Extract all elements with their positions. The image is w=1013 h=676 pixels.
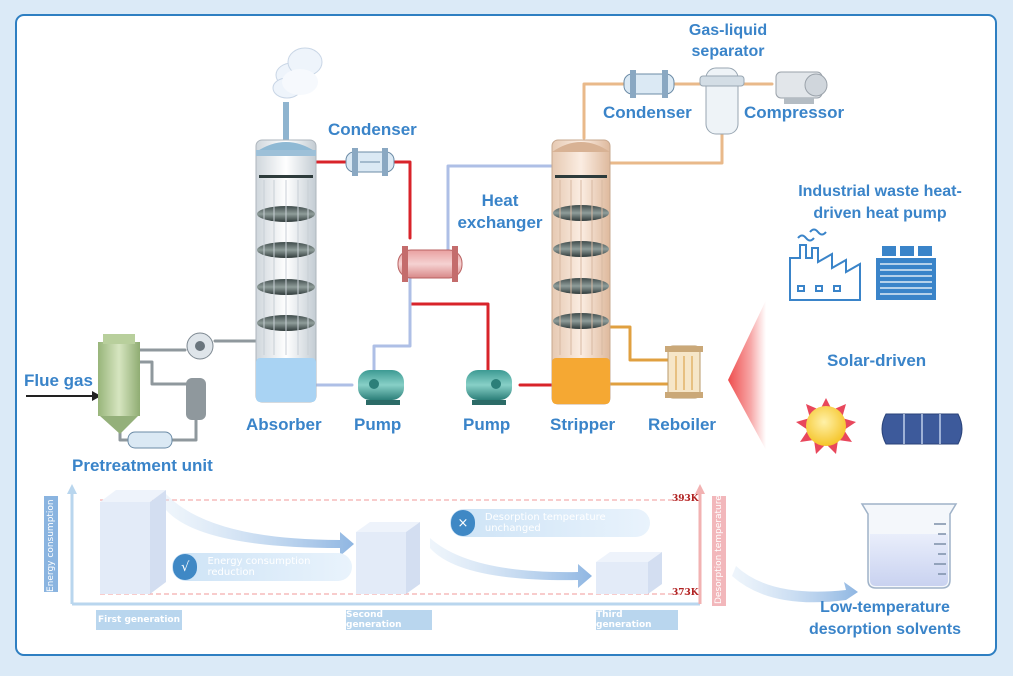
absorber-column	[255, 139, 317, 403]
condenser-left-unit	[345, 148, 395, 176]
fan-icon	[186, 332, 214, 360]
pretreatment-unit-tower	[98, 334, 140, 434]
pump-right-label: Pump	[463, 415, 511, 434]
energy-input-arrow	[728, 300, 766, 450]
beaker-icon	[860, 503, 958, 589]
gas-liquid-separator-unit	[699, 67, 745, 135]
generation-label-first: First generation	[96, 610, 182, 630]
desorption-temperature-axis-label: Desorption temperature	[714, 495, 724, 604]
stripper-column	[551, 139, 611, 405]
generation-label-second: Second generation	[346, 610, 432, 630]
callout-temperature-unchanged-text: Desorption temperature unchanged	[484, 512, 606, 534]
heat-exchanger-label: Heat exchanger	[457, 191, 543, 232]
callout-energy-reduction: √ Energy consumption reduction	[172, 553, 352, 581]
cloud-icon	[272, 47, 323, 99]
heat-pump-icon	[876, 246, 936, 300]
generation-chart	[44, 484, 858, 606]
cross-icon: ×	[451, 510, 475, 536]
callout-energy-reduction-text: Energy consumption reduction	[207, 556, 311, 578]
condenser-right-label: Condenser	[603, 103, 692, 122]
generation-label-third: Third generation	[596, 610, 678, 630]
absorber-label: Absorber	[246, 415, 322, 434]
pump-left-unit	[358, 370, 404, 405]
tick-393k: 393K	[672, 494, 699, 504]
pretreatment-unit-label: Pretreatment unit	[72, 456, 213, 475]
sun-icon	[796, 398, 856, 454]
energy-consumption-axis-label: Energy consumption	[46, 499, 56, 592]
cube-first-generation	[100, 490, 166, 594]
pump-right-unit	[466, 370, 512, 405]
factory-icon	[789, 228, 861, 301]
gas-liquid-separator-label: Gas-liquid separator	[688, 22, 768, 60]
check-icon: √	[173, 554, 198, 580]
reboiler-unit	[665, 345, 703, 399]
tick-373k: 373K	[672, 588, 699, 598]
low-temp-solvents-label: Low-temperature desorption solvents	[808, 599, 962, 638]
condenser-left-label: Condenser	[328, 120, 417, 139]
industrial-heat-pump-label: Industrial waste heat-driven heat pump	[798, 183, 962, 222]
callout-temperature-unchanged: × Desorption temperature unchanged	[450, 509, 650, 537]
solar-driven-label: Solar-driven	[827, 351, 927, 370]
compressor-unit	[775, 71, 828, 104]
flue-gas-label: Flue gas	[24, 371, 93, 390]
condenser-right-unit	[623, 70, 675, 98]
cube-second-generation	[356, 522, 420, 594]
heat-exchanger-unit	[397, 246, 463, 282]
pump-left-label: Pump	[354, 415, 402, 434]
solar-panel-icon	[881, 413, 963, 445]
stripper-label: Stripper	[550, 415, 616, 434]
compressor-label: Compressor	[744, 103, 845, 122]
cube-third-generation	[596, 552, 662, 594]
reboiler-label: Reboiler	[648, 415, 717, 434]
